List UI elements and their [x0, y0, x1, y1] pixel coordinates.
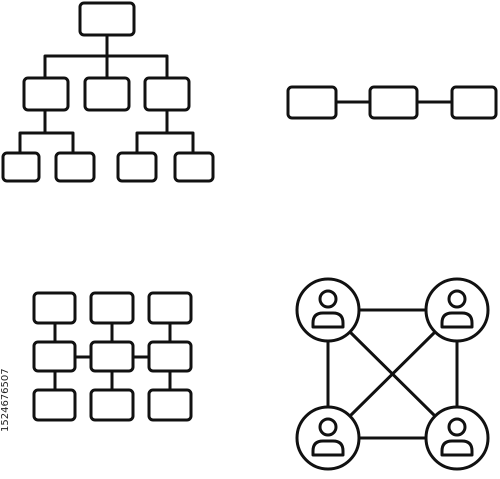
org-chart-icon [1, 1, 215, 183]
user-node-icon-top-right [424, 277, 490, 343]
user-node-icon-bottom-left [295, 405, 361, 471]
stock-image-id: 1524676507 [0, 368, 11, 432]
user-node-icon-top-left [295, 277, 361, 343]
user-mesh-network-icon [295, 277, 490, 471]
user-node-icon-bottom-right [424, 405, 490, 471]
linear-chain-icon [286, 85, 498, 120]
grid-network-icon [32, 291, 193, 422]
